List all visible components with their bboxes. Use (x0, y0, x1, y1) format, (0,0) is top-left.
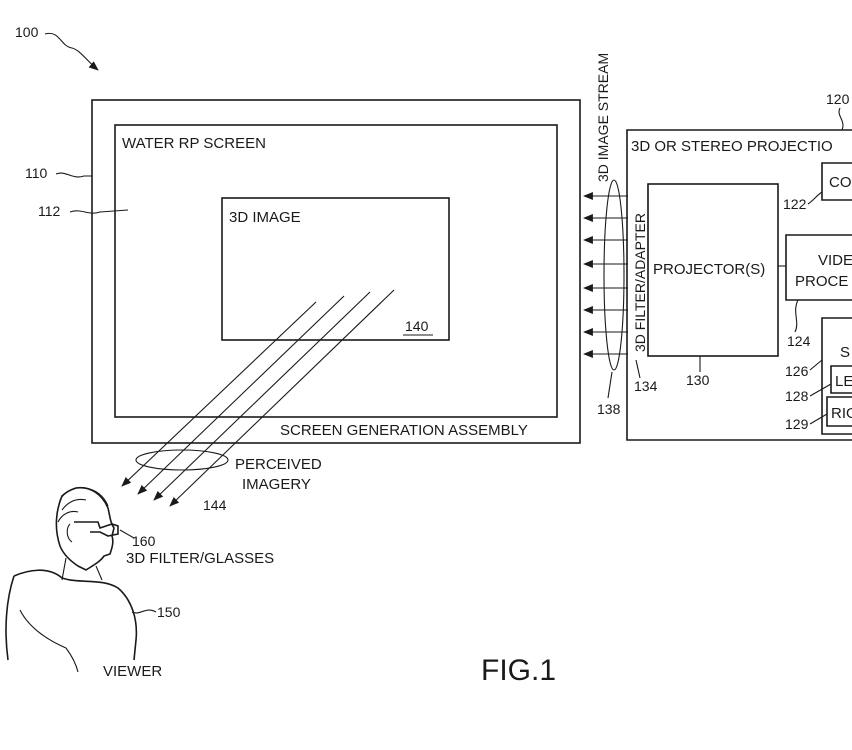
left-stream-label: LE (835, 373, 852, 390)
three-d-image-stream-label: 3D IMAGE STREAM (595, 53, 611, 182)
filter-adapter-label: 3D FILTER/ADAPTER (632, 213, 648, 352)
ref-right-129: 129 (785, 416, 809, 432)
glasses-icon (74, 521, 119, 537)
glasses-label: 3D FILTER/GLASSES (126, 550, 274, 567)
ref-assembly-110: 110 (25, 165, 48, 181)
ref-glasses-160: 160 (132, 533, 156, 549)
ref-filter-134: 134 (634, 378, 658, 394)
leader-right-129 (809, 413, 828, 425)
ray-4 (169, 289, 395, 507)
viewer-arm (19, 609, 79, 673)
ref-storage-126: 126 (785, 363, 809, 379)
perceived-imagery-rays (121, 289, 395, 507)
leader-glasses-160 (119, 529, 135, 539)
projectors-label: PROJECTOR(S) (653, 261, 765, 278)
leader-left-128 (809, 383, 832, 397)
leader-stereo-120 (838, 107, 844, 131)
ray-3 (153, 291, 371, 501)
leader-assembly-110 (55, 172, 92, 178)
ref-left-128: 128 (785, 388, 809, 404)
leader-viewer-150 (131, 609, 157, 614)
storage-label: S (840, 344, 850, 361)
screen-generation-assembly-box (91, 99, 581, 444)
perceived-imagery-line2: IMAGERY (242, 476, 311, 493)
viewer-neck (61, 557, 103, 581)
ref-imagery-144: 144 (203, 497, 227, 513)
controller-box (821, 162, 852, 201)
leader-controller-122 (807, 191, 823, 205)
ray-1 (121, 301, 317, 487)
ref-screen-112: 112 (38, 203, 61, 219)
perceived-imagery-line1: PERCEIVED (235, 456, 322, 473)
ref-projector-130: 130 (686, 372, 710, 388)
viewer-ear (66, 523, 73, 543)
perceived-imagery-ring-144 (135, 449, 229, 471)
leader-storage-126 (809, 359, 823, 371)
viewer-hair (57, 487, 109, 523)
controller-label: CO (829, 174, 852, 191)
leader-video-124 (794, 299, 799, 333)
three-d-image-label: 3D IMAGE (229, 209, 301, 226)
projector-box (647, 183, 779, 357)
video-label-line2: PROCE (795, 273, 848, 290)
stereo-projection-box (626, 129, 852, 441)
ref-viewer-150: 150 (157, 604, 181, 620)
image-stream-ring-138 (603, 179, 625, 371)
storage-box (821, 317, 852, 435)
ref-image-140: 140 (405, 318, 429, 334)
water-rp-screen-label: WATER RP SCREEN (122, 135, 266, 152)
viewer-label: VIEWER (103, 663, 162, 680)
image-stream-arrows (583, 192, 628, 358)
ref-controller-122: 122 (783, 196, 807, 212)
left-stream-box (830, 365, 852, 394)
figure-label: FIG.1 (481, 654, 556, 687)
ref-stereo-120: 120 (826, 91, 850, 107)
stereo-projection-label: 3D OR STEREO PROJECTIO (631, 138, 833, 155)
ray-2 (137, 295, 345, 495)
leader-stream-138 (607, 371, 613, 399)
video-label-line1: VIDE (818, 252, 852, 269)
viewer-illustration (5, 486, 138, 673)
leader-screen-112 (69, 209, 129, 214)
screen-generation-assembly-label: SCREEN GENERATION ASSEMBLY (280, 422, 528, 439)
ref-video-124: 124 (787, 333, 811, 349)
ref-stream-138: 138 (597, 401, 621, 417)
water-rp-screen-box (114, 124, 558, 418)
video-processor-box (785, 234, 852, 301)
leader-system-100 (44, 32, 99, 71)
right-stream-box (826, 396, 852, 427)
viewer-body (5, 569, 138, 661)
three-d-image-box (221, 197, 450, 341)
ref-system-100: 100 (15, 24, 39, 40)
right-stream-label: RIG (831, 405, 852, 422)
leader-filter-134 (635, 359, 641, 379)
